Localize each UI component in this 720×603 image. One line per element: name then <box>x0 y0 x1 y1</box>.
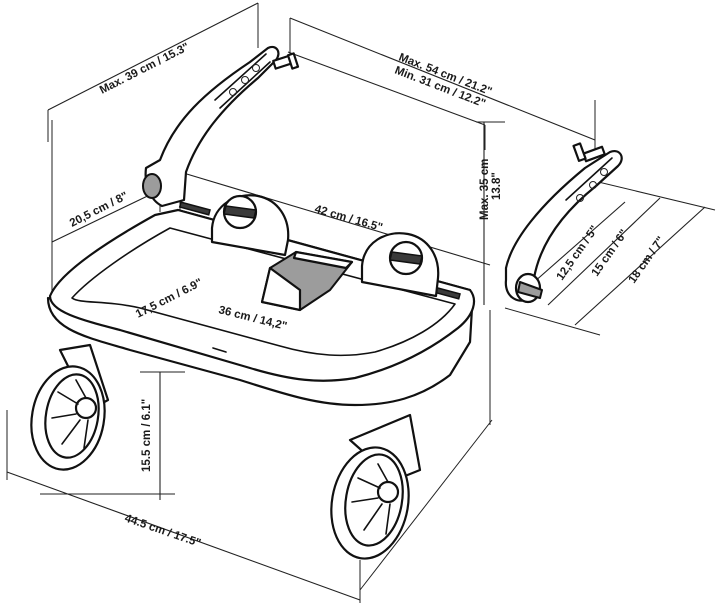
label-wheel-height: 15.5 cm / 6.1" <box>141 399 153 472</box>
label-axle-width: 42 cm / 16.5" <box>313 203 384 234</box>
label-mount-c: 18 cm / 7" <box>627 235 668 286</box>
left-connector-arm <box>142 45 300 208</box>
right-connector-arm <box>504 142 623 304</box>
label-bracket-height: 20,5 cm / 8" <box>68 190 130 230</box>
right-knob <box>360 232 440 298</box>
label-height-max-in: 13.8" <box>491 172 503 200</box>
label-height-max: Max. 35 cm <box>479 159 491 220</box>
left-knob <box>210 194 290 257</box>
board-platform <box>46 201 476 407</box>
label-max-length: Max. 39 cm / 15.3" <box>98 41 191 97</box>
label-total-width: 44.5 cm / 17.5" <box>123 512 202 549</box>
left-wheel <box>30 343 110 471</box>
right-wheel <box>330 413 422 560</box>
center-clip <box>260 250 354 312</box>
